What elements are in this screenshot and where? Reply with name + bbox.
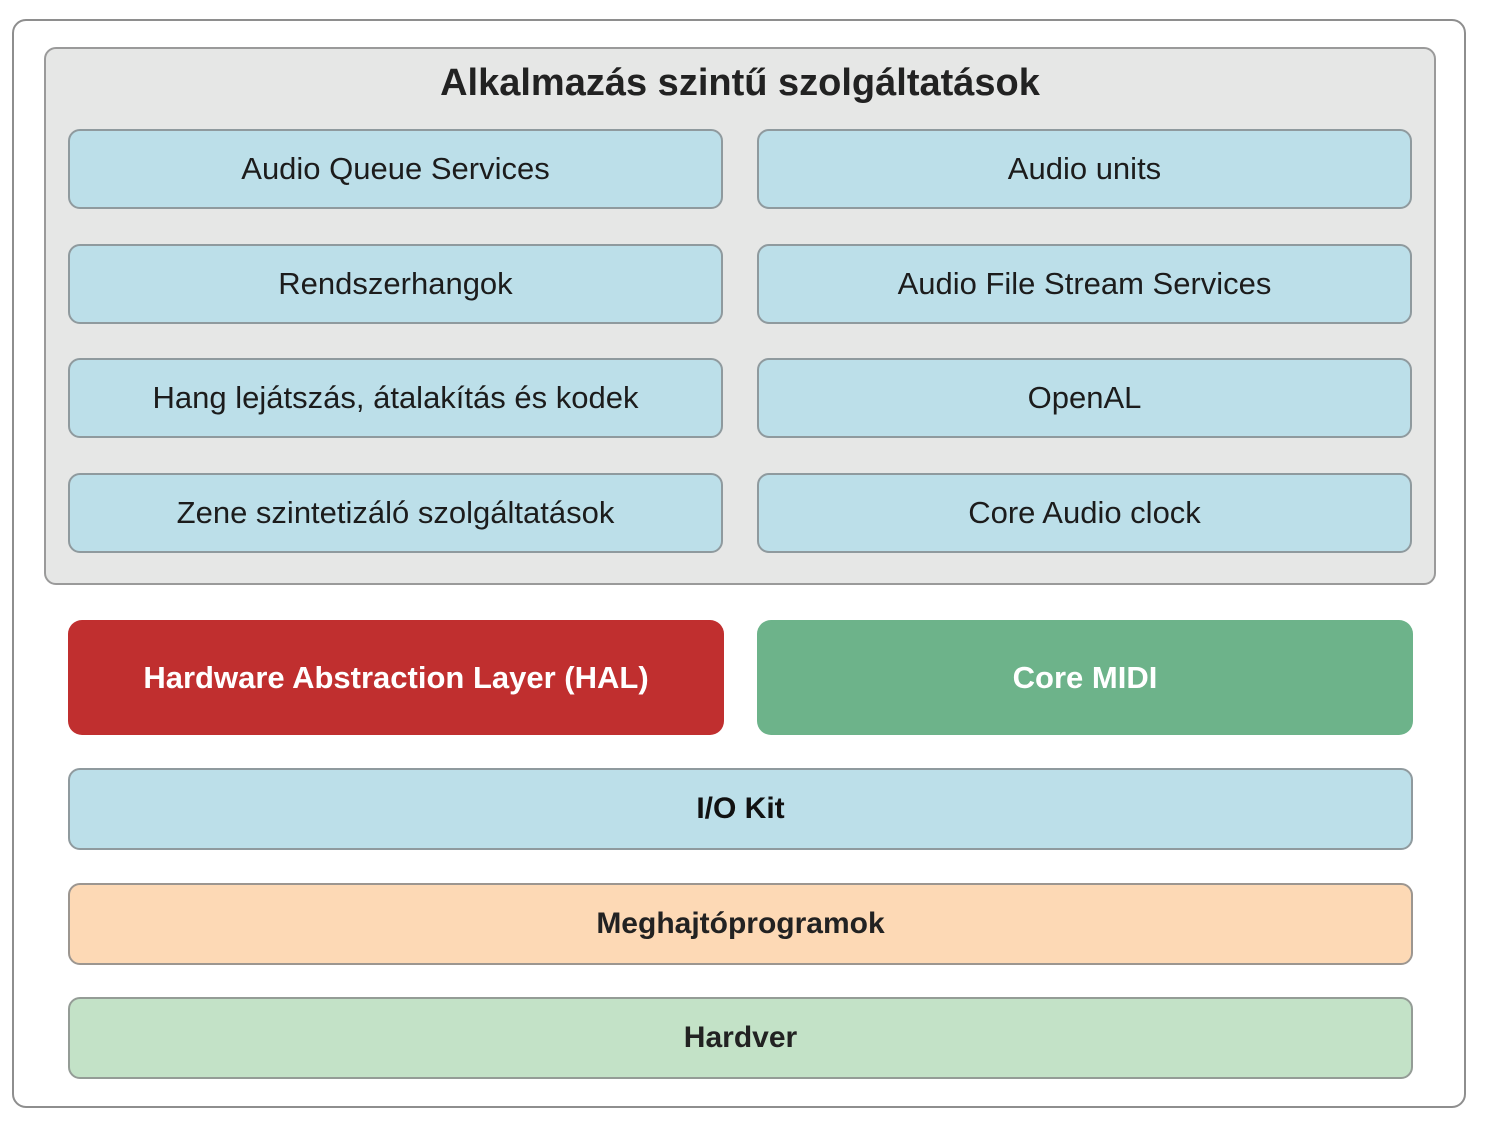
audio-playback-conversion-codecs-box: Hang lejátszás, átalakítás és kodek — [68, 358, 723, 438]
drivers-box: Meghajtóprogramok — [68, 883, 1413, 965]
io-kit-box: I/O Kit — [68, 768, 1413, 850]
hardware-box: Hardver — [68, 997, 1413, 1079]
audio-file-stream-services-box: Audio File Stream Services — [757, 244, 1412, 324]
music-synthesis-services-box: Zene szintetizáló szolgáltatások — [68, 473, 723, 553]
app-services-title: Alkalmazás szintű szolgáltatások — [440, 62, 1040, 104]
openal-box: OpenAL — [757, 358, 1412, 438]
core-audio-clock-box: Core Audio clock — [757, 473, 1412, 553]
system-sounds-box: Rendszerhangok — [68, 244, 723, 324]
audio-units-box: Audio units — [757, 129, 1412, 209]
core-midi-box: Core MIDI — [757, 620, 1413, 735]
audio-queue-services-box: Audio Queue Services — [68, 129, 723, 209]
hal-box: Hardware Abstraction Layer (HAL) — [68, 620, 724, 735]
